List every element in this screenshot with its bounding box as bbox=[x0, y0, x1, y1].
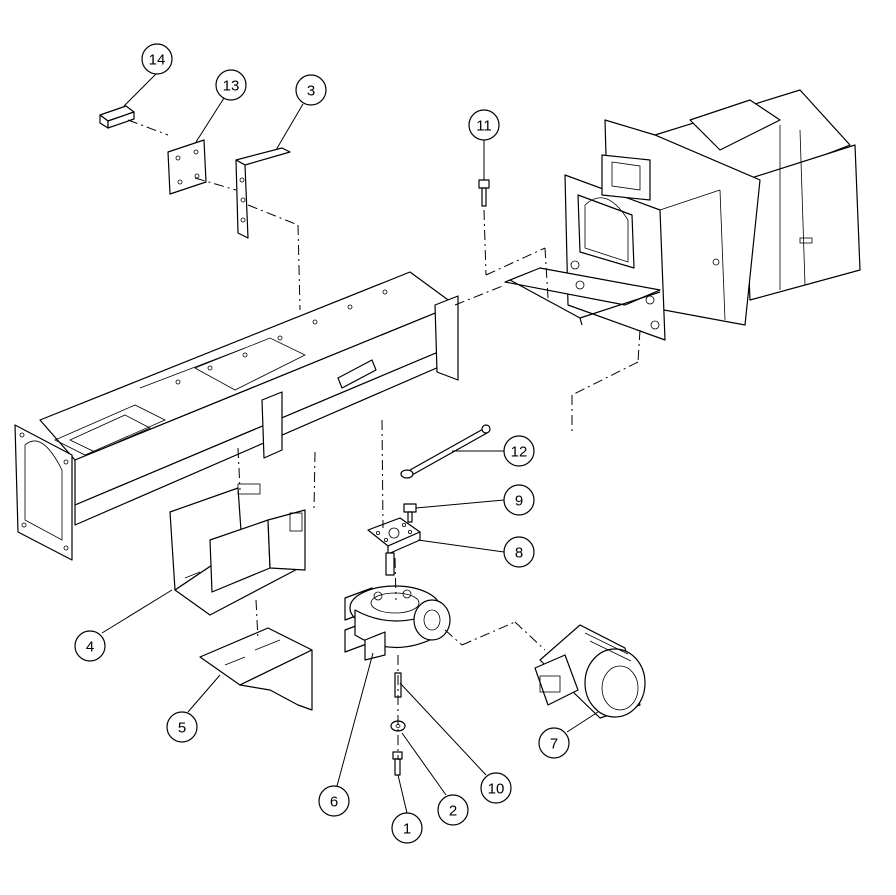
part-5-bracket bbox=[199, 627, 313, 711]
assembly-lines bbox=[127, 119, 641, 760]
feed-tube bbox=[14, 271, 459, 561]
callout-13: 13 bbox=[215, 69, 247, 101]
callout-4-label: 4 bbox=[86, 639, 94, 656]
part-4-cover bbox=[169, 483, 306, 616]
callout-11: 11 bbox=[468, 109, 500, 141]
part-11-bolt bbox=[478, 179, 490, 207]
part-12-rod bbox=[400, 424, 491, 479]
part-6-gearbox bbox=[344, 585, 451, 661]
callout-13-label: 13 bbox=[223, 78, 240, 95]
callout-2: 2 bbox=[437, 794, 469, 826]
leader-lines bbox=[101, 72, 599, 814]
callout-4: 4 bbox=[74, 630, 106, 662]
callout-2-label: 2 bbox=[449, 803, 457, 820]
callout-8-label: 8 bbox=[515, 545, 523, 562]
callout-6-label: 6 bbox=[330, 794, 338, 811]
callout-10-label: 10 bbox=[488, 781, 505, 798]
callout-12: 12 bbox=[503, 435, 535, 467]
part-8-plate bbox=[367, 517, 421, 576]
part-13-plate bbox=[167, 139, 207, 195]
part-3-bracket bbox=[235, 147, 291, 239]
callout-7-label: 7 bbox=[550, 736, 558, 753]
callout-14-label: 14 bbox=[149, 52, 166, 69]
callout-11-label: 11 bbox=[476, 118, 492, 135]
burner-housing bbox=[504, 89, 861, 341]
callout-9: 9 bbox=[503, 484, 535, 516]
callout-6: 6 bbox=[318, 785, 350, 817]
callout-8: 8 bbox=[503, 536, 535, 568]
callout-1: 1 bbox=[391, 812, 423, 844]
part-7-motor bbox=[534, 624, 646, 719]
callout-7: 7 bbox=[538, 727, 570, 759]
callout-12-label: 12 bbox=[511, 444, 528, 461]
callout-14: 14 bbox=[141, 43, 173, 75]
part-14-block bbox=[99, 105, 135, 129]
callout-10: 10 bbox=[480, 772, 512, 804]
callout-5-label: 5 bbox=[178, 720, 186, 737]
callout-1-label: 1 bbox=[403, 821, 411, 838]
callout-9-label: 9 bbox=[515, 493, 523, 510]
callout-5: 5 bbox=[166, 711, 198, 743]
callout-3: 3 bbox=[295, 74, 327, 106]
callout-3-label: 3 bbox=[307, 83, 315, 100]
part-9-bolt bbox=[403, 503, 417, 523]
